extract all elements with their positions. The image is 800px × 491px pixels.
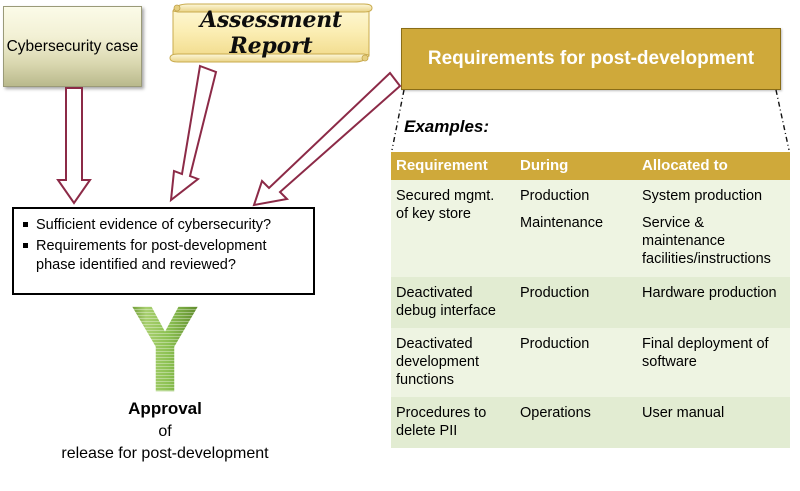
cell-during-line: Production (520, 188, 590, 204)
y-merge-arrow-icon (129, 305, 201, 393)
table-row: Deactivated debug interface Production H… (391, 276, 790, 328)
column-header-allocated-to: Allocated to (637, 152, 790, 180)
approval-connector: of (158, 422, 172, 440)
scroll-banner-icon (169, 3, 373, 63)
criteria-item: Requirements for post-development phase … (23, 237, 307, 275)
table-row: Procedures to delete PII Operations User… (391, 397, 790, 449)
cell-requirement: Deactivated development functions (391, 327, 515, 398)
cell-requirement: Deactivated debug interface (391, 276, 515, 328)
cybersecurity-case-box: Cybersecurity case (3, 6, 142, 87)
cell-during-line: Production (520, 284, 590, 301)
cybersecurity-case-label: Cybersecurity case (6, 37, 139, 55)
table-row: Deactivated development functions Produc… (391, 327, 790, 398)
table-header-row: Requirement During Allocated to (391, 152, 790, 180)
flow-arrow-requirements-to-criteria-icon (252, 71, 402, 207)
cell-allocated-line: Final deployment of software (642, 335, 769, 370)
cell-requirement: Secured mgmt. of key store (391, 180, 515, 277)
cell-during-line: Operations (520, 405, 591, 422)
dash-dot-leader-line-left-icon (391, 89, 405, 151)
cell-during: Production (515, 327, 637, 398)
criteria-list: Sufficient evidence of cybersecurity? Re… (14, 209, 313, 275)
assessment-report-label: Assessment Report (199, 7, 343, 59)
cell-allocated-line: System production (642, 188, 763, 204)
cell-allocated-to: Hardware production (637, 276, 790, 328)
examples-label: Examples: (404, 117, 490, 136)
cell-during: Production (515, 276, 637, 328)
requirements-header-label: Requirements for post-development (427, 48, 755, 70)
cell-during: Production Maintenance (515, 180, 637, 277)
flow-arrow-report-to-criteria-icon (169, 64, 218, 203)
examples-table: Requirement During Allocated to Secured … (391, 152, 790, 449)
flow-arrow-case-to-criteria-icon (56, 87, 92, 205)
cell-allocated-line: Hardware production (642, 284, 777, 301)
cell-allocated-line: Service & maintenance facilities/instruc… (642, 215, 771, 268)
cell-requirement: Procedures to delete PII (391, 397, 515, 449)
cell-allocated-to: Final deployment of software (637, 327, 790, 398)
criteria-item: Sufficient evidence of cybersecurity? (23, 216, 307, 235)
cell-during-line: Maintenance (520, 215, 604, 232)
requirements-post-development-header: Requirements for post-development (401, 28, 781, 90)
cell-allocated-line: User manual (642, 405, 725, 422)
criteria-box: Sufficient evidence of cybersecurity? Re… (12, 207, 315, 295)
column-header-during: During (515, 152, 637, 180)
cell-allocated-to: User manual (637, 397, 790, 449)
approval-subject: release for post-development (61, 444, 269, 462)
cell-allocated-to: System production Service & maintenance … (637, 180, 790, 277)
table-row: Secured mgmt. of key store Production Ma… (391, 180, 790, 277)
cell-during-line: Production (520, 335, 590, 352)
approval-block: Approval of release for post-development (0, 398, 330, 464)
column-header-requirement: Requirement (391, 152, 515, 180)
assessment-report-scroll: Assessment Report (168, 2, 374, 64)
approval-title: Approval (128, 399, 202, 418)
dash-dot-leader-line-right-icon (775, 89, 790, 151)
cell-during: Operations (515, 397, 637, 449)
